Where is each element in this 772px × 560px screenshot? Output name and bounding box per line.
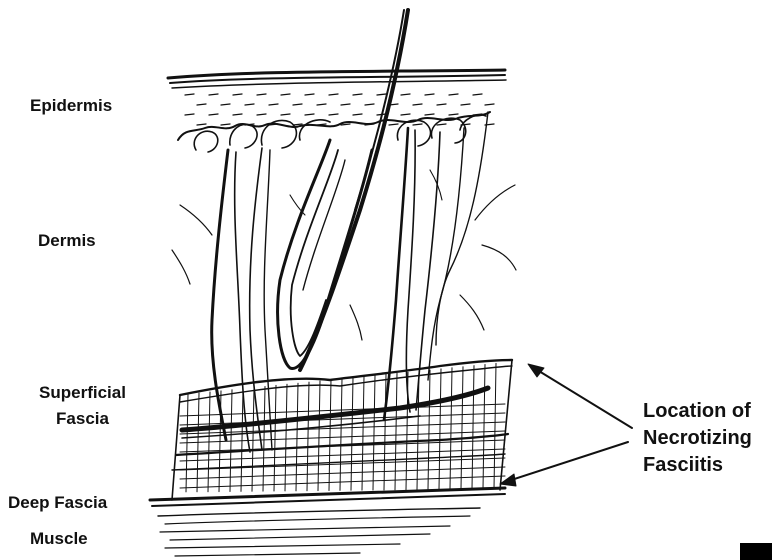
callout-arrows xyxy=(500,364,632,486)
label-deep-fascia: Deep Fascia xyxy=(8,492,107,513)
arrow-to-superficial-fascia xyxy=(534,368,632,428)
callout-line3: Fasciitis xyxy=(643,452,723,479)
label-dermis: Dermis xyxy=(38,230,96,251)
arrow-to-deep-fascia xyxy=(505,442,628,482)
label-muscle: Muscle xyxy=(30,528,88,549)
label-superficial-fascia-line2: Fascia xyxy=(30,408,135,429)
label-superficial-fascia-line1: Superficial xyxy=(30,382,135,403)
muscle-layer xyxy=(158,508,480,556)
callout-line1: Location of xyxy=(643,398,751,425)
label-epidermis: Epidermis xyxy=(30,95,112,116)
deep-fascia-layer xyxy=(150,488,505,506)
epidermis-layer xyxy=(168,70,506,152)
corner-block xyxy=(740,543,772,560)
callout-line2: Necrotizing xyxy=(643,425,752,452)
